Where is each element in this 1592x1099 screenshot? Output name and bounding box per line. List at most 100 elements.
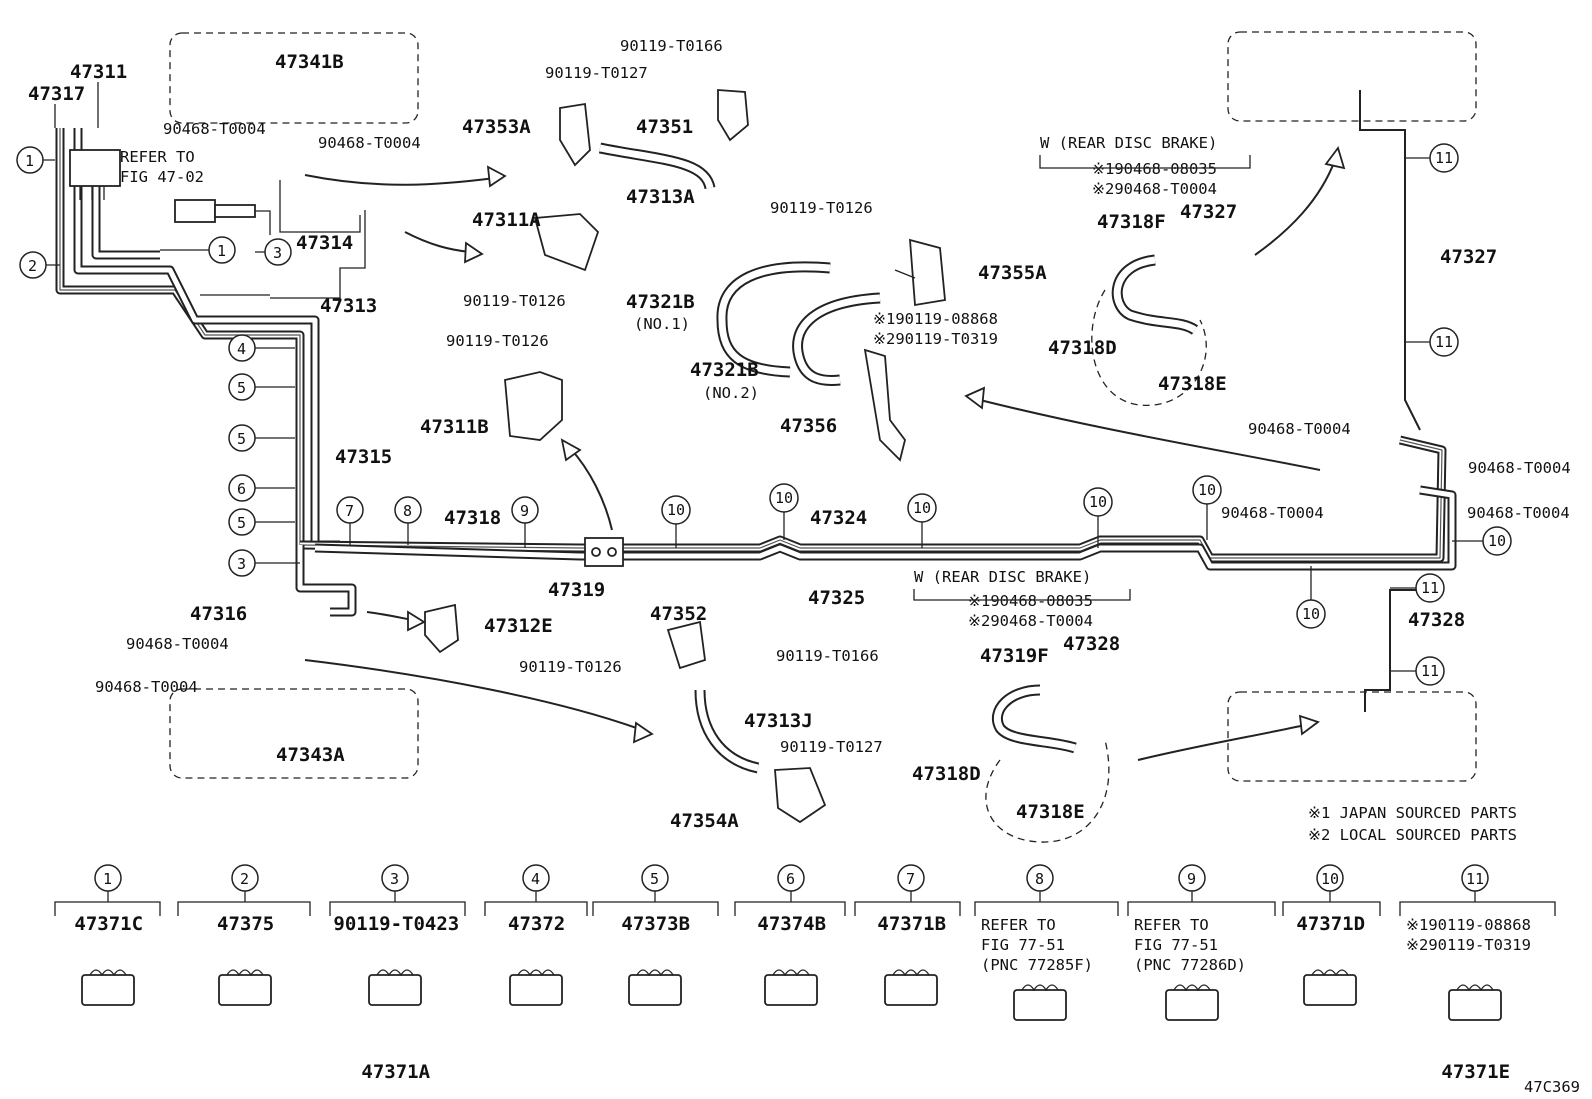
svg-text:※290119-T0319: ※290119-T0319 — [1406, 936, 1531, 954]
svg-text:47318E: 47318E — [1016, 801, 1085, 823]
svg-text:5: 5 — [237, 379, 246, 397]
svg-text:1: 1 — [103, 870, 112, 888]
svg-text:REFER TO: REFER TO — [120, 148, 195, 166]
svg-text:47319: 47319 — [548, 579, 605, 601]
svg-text:REFER TO: REFER TO — [1134, 916, 1209, 934]
svg-text:47313J: 47313J — [744, 710, 813, 732]
svg-text:47351: 47351 — [636, 116, 693, 138]
junction-block — [69, 149, 271, 235]
svg-text:47314: 47314 — [296, 232, 353, 254]
svg-text:90119-T0166: 90119-T0166 — [620, 37, 723, 55]
svg-text:REFER TO: REFER TO — [981, 916, 1056, 934]
svg-text:47321B: 47321B — [690, 359, 759, 381]
svg-text:11: 11 — [1421, 579, 1439, 597]
svg-text:47318: 47318 — [444, 507, 501, 529]
svg-text:3: 3 — [237, 555, 246, 573]
svg-text:47311A: 47311A — [472, 209, 541, 231]
svg-text:9: 9 — [1187, 870, 1196, 888]
svg-text:2: 2 — [28, 257, 37, 275]
bracket-47353A — [559, 102, 591, 167]
svg-text:FIG 47-02: FIG 47-02 — [120, 168, 204, 186]
svg-text:1: 1 — [217, 242, 226, 260]
svg-text:11: 11 — [1435, 333, 1453, 351]
clamp-legend: 147371C247375390119-T042347371A447372547… — [54, 864, 1556, 1083]
svg-text:5: 5 — [237, 430, 246, 448]
svg-text:※190468-08035: ※190468-08035 — [968, 592, 1093, 610]
hose-47313J — [694, 689, 760, 774]
svg-text:47313: 47313 — [320, 295, 377, 317]
svg-text:47327: 47327 — [1180, 201, 1237, 223]
svg-text:47312E: 47312E — [484, 615, 553, 637]
bracket-47355A — [894, 238, 946, 307]
svg-text:FIG 77-51: FIG 77-51 — [1134, 936, 1218, 954]
detail-box-bottom-left — [169, 688, 419, 779]
arrows — [304, 146, 1346, 761]
svg-text:47313A: 47313A — [626, 186, 695, 208]
rear-detail-upper-outline — [1091, 289, 1207, 406]
svg-text:90468-T0004: 90468-T0004 — [95, 678, 198, 696]
bracket-47311B — [504, 371, 563, 441]
svg-text:47341B: 47341B — [275, 51, 344, 73]
detail-box-bottom-right — [1227, 691, 1477, 782]
svg-text:90119-T0423: 90119-T0423 — [333, 913, 459, 935]
svg-text:11: 11 — [1435, 149, 1453, 167]
svg-text:7: 7 — [345, 502, 354, 520]
svg-text:10: 10 — [913, 499, 931, 517]
svg-text:6: 6 — [786, 870, 795, 888]
svg-text:90119-T0126: 90119-T0126 — [463, 292, 566, 310]
svg-text:8: 8 — [1035, 870, 1044, 888]
svg-text:5: 5 — [650, 870, 659, 888]
legend-item-5: 5 47373B — [592, 864, 719, 1006]
svg-text:47373B: 47373B — [621, 913, 690, 935]
svg-text:47352: 47352 — [650, 603, 707, 625]
svg-text:※190119-08868: ※190119-08868 — [1406, 916, 1531, 934]
svg-text:90119-T0127: 90119-T0127 — [780, 738, 883, 756]
svg-text:10: 10 — [1488, 532, 1506, 550]
svg-text:47328: 47328 — [1408, 609, 1465, 631]
hose-47321B-no1 — [716, 261, 831, 378]
svg-text:47328: 47328 — [1063, 633, 1120, 655]
svg-text:FIG 77-51: FIG 77-51 — [981, 936, 1065, 954]
svg-text:(PNC 77285F): (PNC 77285F) — [981, 956, 1093, 974]
svg-text:47327: 47327 — [1440, 246, 1497, 268]
svg-text:5: 5 — [237, 514, 246, 532]
bracket-47356 — [863, 348, 906, 462]
svg-text:90468-T0004: 90468-T0004 — [1467, 504, 1570, 522]
svg-text:※1 JAPAN SOURCED PARTS: ※1 JAPAN SOURCED PARTS — [1308, 804, 1517, 822]
svg-text:90468-T0004: 90468-T0004 — [126, 635, 229, 653]
svg-text:9: 9 — [520, 502, 529, 520]
hose-47318F — [1111, 254, 1199, 335]
svg-text:3: 3 — [273, 244, 282, 262]
svg-text:7: 7 — [906, 870, 915, 888]
svg-text:47354A: 47354A — [670, 810, 739, 832]
svg-text:90468-T0004: 90468-T0004 — [163, 120, 266, 138]
svg-text:8: 8 — [403, 502, 412, 520]
bracket-47312E — [424, 603, 459, 654]
svg-text:10: 10 — [667, 501, 685, 519]
svg-text:※190119-08868: ※190119-08868 — [873, 310, 998, 328]
bracket-47351 — [717, 89, 749, 142]
svg-text:10: 10 — [1321, 870, 1339, 888]
svg-text:W (REAR DISC BRAKE): W (REAR DISC BRAKE) — [1040, 134, 1217, 152]
valve-47319 — [584, 537, 624, 567]
svg-text:90119-T0126: 90119-T0126 — [519, 658, 622, 676]
svg-text:10: 10 — [1089, 493, 1107, 511]
part-labels: 47311 47317 47341B REFER TO FIG 47-02 90… — [28, 37, 1571, 844]
svg-text:W (REAR DISC BRAKE): W (REAR DISC BRAKE) — [914, 568, 1091, 586]
bracket-47352 — [666, 620, 706, 670]
hose-47313A — [598, 142, 716, 190]
svg-text:11: 11 — [1421, 662, 1439, 680]
svg-text:47318E: 47318E — [1158, 373, 1227, 395]
svg-text:(PNC 77286D): (PNC 77286D) — [1134, 956, 1246, 974]
svg-text:※2 LOCAL SOURCED PARTS: ※2 LOCAL SOURCED PARTS — [1308, 826, 1517, 844]
svg-text:47355A: 47355A — [978, 262, 1047, 284]
svg-text:90468-T0004: 90468-T0004 — [1248, 420, 1351, 438]
hose-47321B-no2 — [792, 292, 881, 386]
svg-text:47318D: 47318D — [912, 763, 981, 785]
